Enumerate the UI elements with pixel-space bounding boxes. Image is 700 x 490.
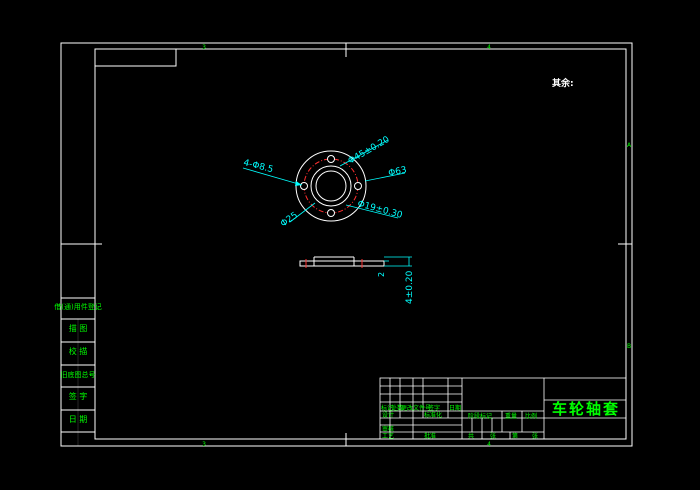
side-label: 借(通)用件登记	[54, 302, 101, 311]
leader-arrow-bolt	[295, 181, 302, 186]
flange-front-view	[295, 150, 367, 222]
remark-label: 其余:	[552, 77, 574, 89]
bolt-hole-top	[327, 155, 335, 163]
tb-scale: 比例	[525, 412, 537, 420]
zone-marker-bottom-left: 3	[202, 441, 206, 448]
tb-design: 设计	[382, 411, 394, 419]
tb-review: 审核	[382, 425, 394, 433]
zone-marker-bottom-right: 4	[487, 441, 491, 448]
tb-sheet-2: 张	[532, 432, 538, 440]
side-label: 描 图	[69, 323, 88, 333]
bolt-hole-right	[354, 182, 362, 190]
outer-border	[60, 42, 633, 447]
side-label: 日 期	[69, 415, 88, 424]
side-label: 校 描	[69, 346, 88, 356]
tb-mark: 标记	[381, 404, 393, 412]
dim-step: 2	[377, 272, 386, 277]
flange-side-view	[299, 256, 412, 268]
tb-date: 日期	[449, 404, 461, 412]
side-label: 旧底图总号	[61, 370, 96, 379]
dim-thickness: 4±0.20	[405, 270, 415, 304]
tb-signature: 签字	[428, 404, 440, 412]
top-left-box	[95, 49, 177, 67]
zone-marker-right-lower: B	[627, 343, 631, 350]
outer-circle	[295, 150, 367, 222]
dim-pitch-circle: Φ45±0.20	[347, 135, 392, 167]
tb-weight: 重量	[505, 412, 517, 420]
side-label-table	[61, 297, 95, 446]
bore-inner-circle	[315, 170, 347, 202]
tb-sheet-no: 第	[512, 432, 518, 440]
tb-revision-doc: 更改文件号	[401, 404, 431, 412]
dim-inner-diameter: Φ25	[279, 211, 300, 230]
tb-total-sheets: 共	[468, 432, 474, 440]
inner-frame	[94, 48, 627, 440]
part-name: 车轮轴套	[552, 400, 620, 418]
tb-standardization: 标准化	[424, 411, 442, 419]
dimension-leaders	[242, 139, 406, 223]
tb-count: 处数	[391, 404, 403, 412]
tb-approve: 批准	[424, 432, 436, 440]
tb-sheet-1: 张	[490, 432, 496, 440]
zone-marker-top-left: 3	[202, 44, 206, 51]
tb-stage-mark: 阶段标记	[468, 412, 492, 420]
zone-marker-right-upper: A	[627, 142, 632, 149]
zone-marker-top-right: 4	[487, 44, 491, 51]
side-label: 签 字	[69, 391, 88, 401]
bolt-hole-left	[300, 182, 308, 190]
tb-process: 工艺	[382, 432, 394, 440]
bolt-hole-bottom	[327, 209, 335, 217]
bore-outer-circle	[310, 165, 352, 207]
dim-outer-diameter: Φ63	[388, 165, 408, 179]
title-block-grid	[379, 377, 627, 440]
dim-bore-diameter: Φ19±0.30	[356, 199, 403, 221]
